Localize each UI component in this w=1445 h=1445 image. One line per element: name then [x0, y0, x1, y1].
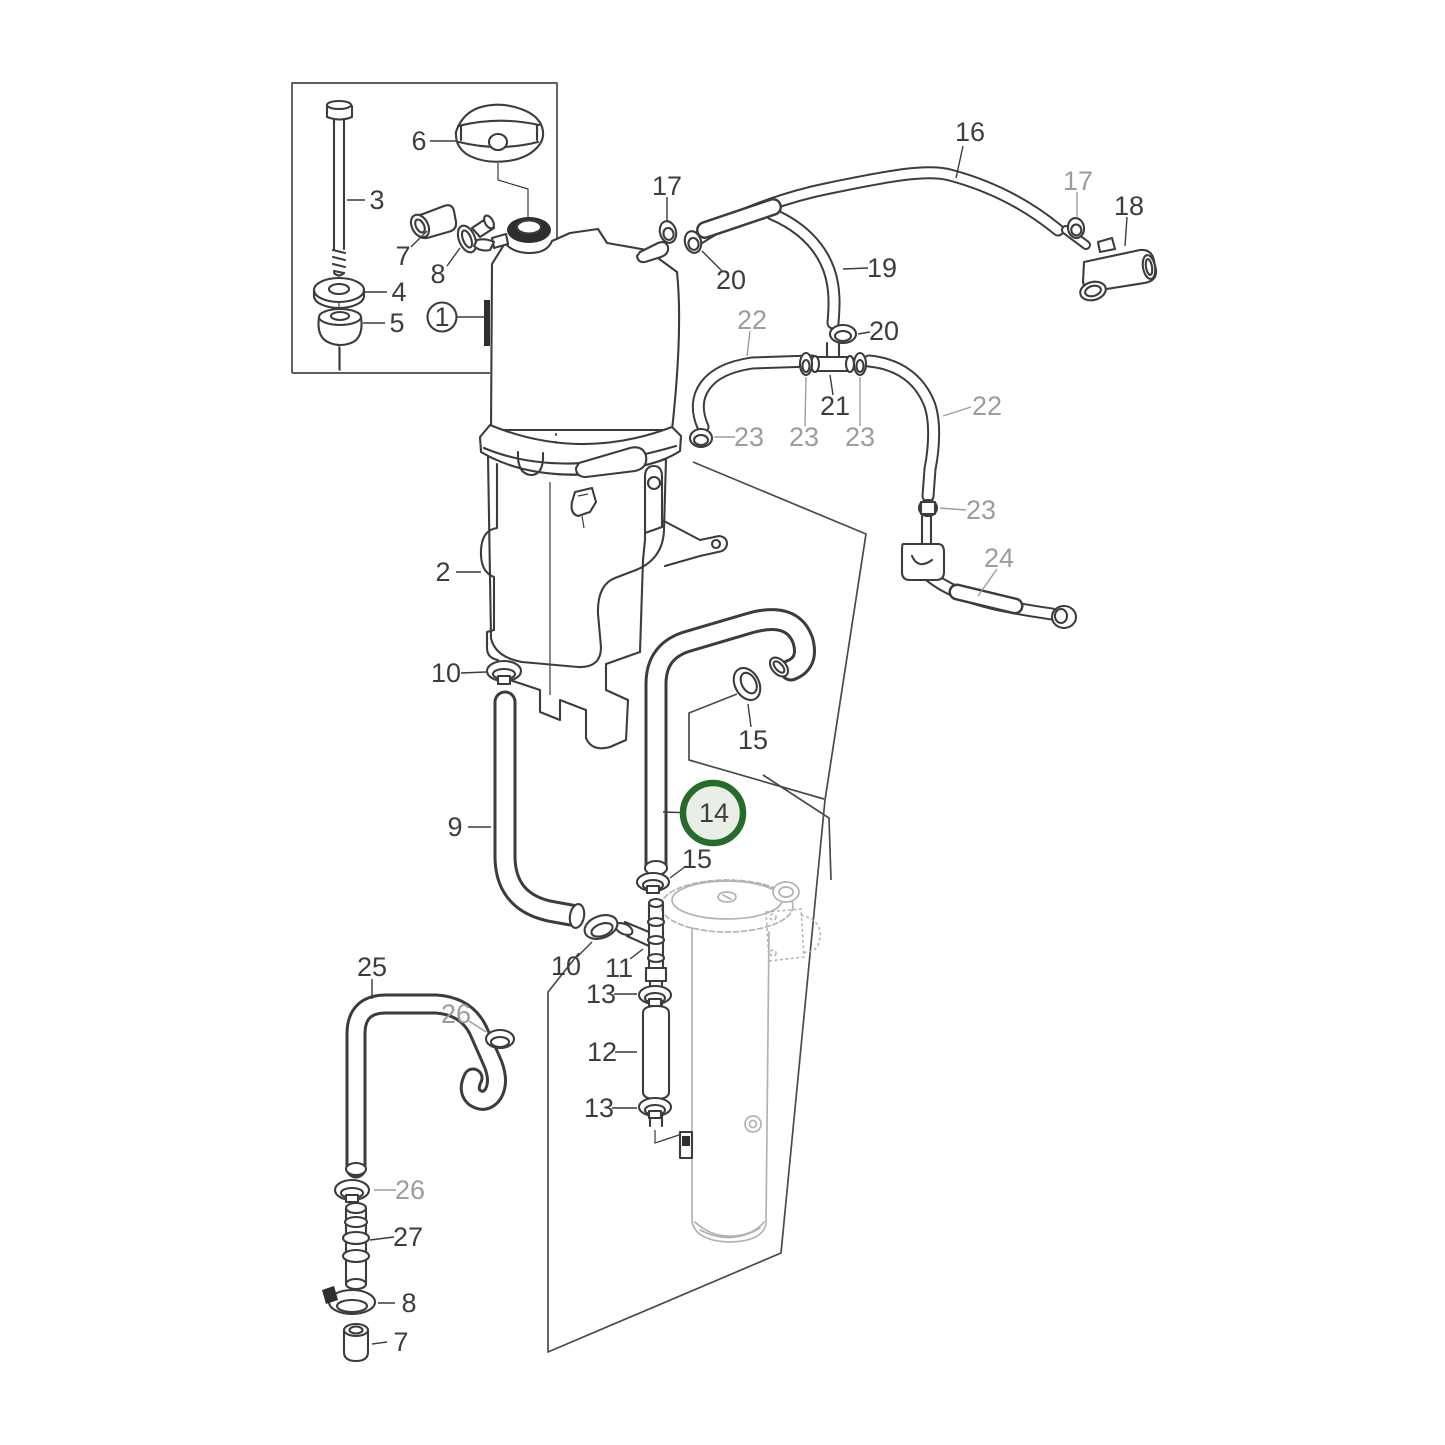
- part-barb-fitting-27: [341, 1201, 371, 1291]
- clamp-26-top: [484, 1028, 516, 1050]
- callout-circle-1: [426, 301, 458, 333]
- part-label-26-top: 26: [441, 999, 471, 1029]
- tee-21: [809, 341, 856, 374]
- part-label-12: 12: [587, 1037, 617, 1067]
- hose-25: [344, 993, 507, 1179]
- part-bracket-2: [479, 462, 729, 750]
- part-label-6: 6: [411, 126, 426, 156]
- clamp-20-left: [683, 230, 703, 254]
- clamp-20-mid: [828, 323, 858, 345]
- part-cap-7-bottom: [342, 1322, 370, 1363]
- part-label-15-mid: 15: [682, 844, 712, 874]
- part-expansion-tank-1: [478, 227, 683, 669]
- part-label-21: 21: [820, 391, 850, 421]
- heat-exchanger-reference: [660, 879, 821, 1243]
- part-label-8-bot: 8: [401, 1288, 416, 1318]
- part-cylinder-12: [641, 994, 694, 1160]
- part-label-18: 18: [1114, 191, 1144, 221]
- part-label-1: 1: [434, 302, 449, 332]
- part-label-23-a: 23: [734, 422, 764, 452]
- part-label-20-left: 20: [716, 265, 746, 295]
- highlight-ring-14: [679, 779, 747, 847]
- clamp-13-top: [637, 984, 673, 1008]
- hose-16: [693, 166, 1065, 245]
- part-label-13-top: 13: [586, 979, 616, 1009]
- part-label-24: 24: [984, 543, 1014, 573]
- part-label-7-bot: 7: [393, 1327, 408, 1357]
- part-bolt-3: [325, 99, 354, 370]
- clamp-26-bottom: [333, 1178, 371, 1204]
- part-label-10-top: 10: [431, 658, 461, 688]
- clamp-17-left: [658, 220, 678, 244]
- part-label-23-b: 23: [789, 422, 819, 452]
- part-elbow-8-top: [456, 214, 496, 254]
- part-label-22-right: 22: [972, 391, 1002, 421]
- hose-clamps: [322, 216, 1086, 1316]
- leader-lines: [347, 140, 1128, 1345]
- part-label-14: 14: [699, 798, 729, 828]
- clamp-17-right: [1066, 216, 1086, 240]
- clamp-15-top: [732, 666, 762, 702]
- part-label-11: 11: [605, 953, 633, 983]
- clamp-23-c: [852, 351, 868, 377]
- part-label-7-top: 7: [395, 241, 410, 271]
- clamp-23-a: [688, 427, 714, 449]
- clamp-10-mid: [583, 914, 619, 940]
- part-label-25: 25: [357, 952, 387, 982]
- hose-9: [493, 690, 586, 929]
- hose-22-right: [862, 354, 941, 503]
- clamp-10-top: [485, 659, 523, 686]
- part-label-9: 9: [447, 812, 462, 842]
- part-filler-cap-6: [454, 103, 545, 217]
- part-label-23-c: 23: [845, 422, 875, 452]
- part-label-5: 5: [389, 308, 404, 338]
- part-grommet-5: [317, 307, 363, 371]
- part-label-10-mid: 10: [551, 951, 581, 981]
- fitting-18: [1061, 225, 1158, 302]
- part-label-4: 4: [391, 277, 406, 307]
- part-label-26-bot: 26: [395, 1175, 425, 1205]
- clamp-15-mid: [635, 871, 671, 895]
- part-filler-neck: [507, 217, 551, 243]
- hose-22-left: [691, 354, 819, 434]
- part-label-8-top: 8: [430, 259, 445, 289]
- part-label-23-d: 23: [966, 495, 996, 525]
- part-label-13-bot: 13: [584, 1093, 614, 1123]
- part-label-27: 27: [393, 1222, 423, 1252]
- part-label-2: 2: [435, 557, 450, 587]
- part-label-15-top: 15: [738, 725, 768, 755]
- clamp-13-bottom: [637, 1096, 673, 1120]
- part-label-22-left: 22: [737, 305, 767, 335]
- hose-14: [643, 608, 816, 878]
- part-label-3: 3: [369, 185, 384, 215]
- part-label-19: 19: [867, 253, 897, 283]
- part-label-17-left: 17: [652, 171, 682, 201]
- hose-19: [765, 207, 841, 330]
- clamp-23-b: [798, 351, 814, 377]
- part-fitting-7-top: [409, 204, 458, 240]
- hose-24: [918, 565, 1078, 630]
- part-label-17-right: 17: [1063, 166, 1093, 196]
- clamp-8-bottom: [322, 1286, 377, 1316]
- part-label-16: 16: [955, 117, 985, 147]
- clamp-23-d: [917, 498, 939, 518]
- elbow-fitting-24: [900, 514, 946, 582]
- part-label-20-mid: 20: [869, 316, 899, 346]
